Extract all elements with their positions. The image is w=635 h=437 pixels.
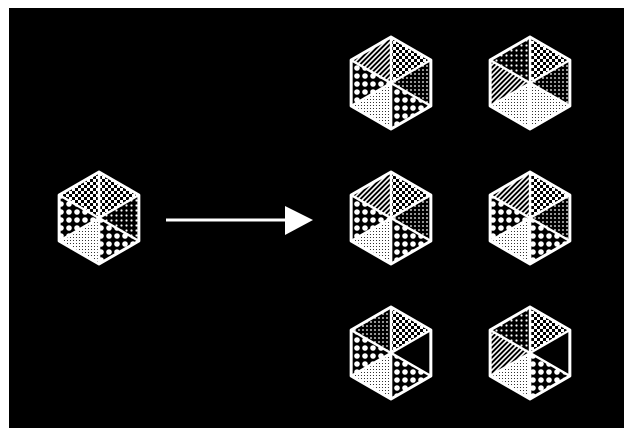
hexagon-result <box>349 170 433 266</box>
hexagon-result <box>488 305 572 401</box>
hexagon-outline <box>349 305 433 401</box>
hexagon-outline <box>349 170 433 266</box>
hexagon-result <box>349 305 433 401</box>
hexagon-outline <box>349 35 433 131</box>
hexagon-outline <box>488 305 572 401</box>
hexagon-source <box>57 170 141 266</box>
arrow-head <box>285 206 313 235</box>
hexagon-result <box>488 35 572 131</box>
hexagon-outline <box>488 35 572 131</box>
arrow <box>166 206 313 235</box>
result-hexagons <box>349 35 572 401</box>
diagram-panel <box>9 8 624 428</box>
hexagon-outline <box>57 170 141 266</box>
hexagon-result <box>349 35 433 131</box>
source-hexagon <box>57 170 141 266</box>
hexagon-diagram <box>9 8 624 428</box>
hexagon-outline <box>488 170 572 266</box>
hexagon-result <box>488 170 572 266</box>
